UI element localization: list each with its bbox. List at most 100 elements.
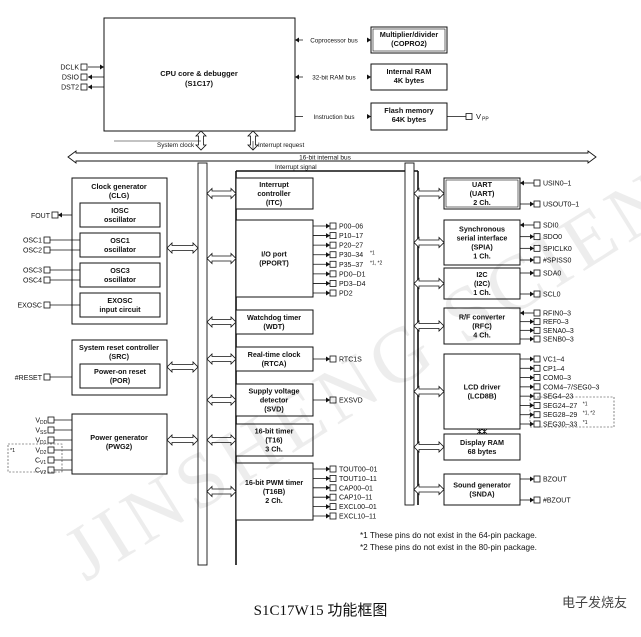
- right-pin-label: COM0–3: [543, 375, 571, 382]
- right-vertical-bus: [404, 162, 415, 506]
- mid-pin-arrow-head: [326, 356, 330, 362]
- osc-pin-terminal: [43, 246, 51, 254]
- cpu-pin-terminal: [80, 73, 88, 81]
- right-pin-label: #SPISS0: [543, 258, 572, 265]
- right-pin-terminal: [533, 200, 541, 208]
- mid-block-0: [235, 177, 314, 210]
- right-pin-terminal: [533, 335, 541, 343]
- mid-pin-label: RTC1S: [339, 357, 362, 364]
- mid-block-text: Interrupt: [259, 180, 289, 189]
- mid-bus-connector-0: [206, 187, 237, 200]
- central-vertical-bus: [197, 162, 208, 566]
- right-block-5: [443, 433, 521, 461]
- right-block-text: (UART): [470, 189, 495, 198]
- right-pin-arrow-head: [530, 421, 534, 427]
- mid-pin-terminal: [329, 396, 337, 404]
- osc-pin-osc4: OSC4: [23, 278, 42, 285]
- mid-pin-label: P30–34: [339, 252, 363, 259]
- mid-pin-label: P20–27: [339, 243, 363, 250]
- right-block-3: [443, 307, 521, 345]
- mid-pin-terminal: [329, 222, 337, 230]
- bus-label: 32-bit RAM bus: [312, 74, 355, 81]
- mid-block-text: (RTCA): [262, 359, 287, 368]
- right-pin-terminal: [533, 355, 541, 363]
- cpu-pin-dsio: DSIO: [62, 75, 80, 82]
- mid-pin-terminal: [329, 484, 337, 492]
- right-pin-label: SEG28–29: [543, 412, 577, 419]
- bus-label-bg: [303, 71, 367, 81]
- right-pin-terminal: [533, 221, 541, 229]
- right-pin-label: SENB0–3: [543, 337, 574, 344]
- lcd-note-dashed-box: [529, 396, 615, 428]
- right-pin-label: SEG24–27: [543, 403, 577, 410]
- right-bus-connector-5: [413, 441, 445, 453]
- pwg-pin-terminal: [47, 416, 55, 424]
- osc-box-1: [79, 232, 161, 258]
- right-pin-label: SDA0: [543, 271, 561, 278]
- src-bus-connector: [166, 361, 199, 373]
- pwg-note-dashed-box: [7, 443, 63, 473]
- mid-pin-arrow-head: [326, 280, 330, 286]
- pwg-pin-terminal: [47, 436, 55, 444]
- mid-pin-arrow-head: [326, 261, 330, 267]
- right-pin-terminal: [533, 402, 541, 409]
- vpp-label: V: [476, 112, 481, 121]
- mid-pin-arrow-head: [326, 242, 330, 248]
- right-pin-arrow-head: [530, 257, 534, 263]
- right-block-text: (I2C): [474, 279, 491, 288]
- osc-pin-terminal: [43, 236, 51, 244]
- osc-box-0: [79, 202, 161, 228]
- mid-pin-arrow-head: [326, 494, 330, 500]
- por-box: [79, 363, 161, 389]
- pwg-box: [71, 413, 168, 475]
- top-block-0-inner: [372, 28, 446, 52]
- right-pin-arrow-head: [530, 497, 534, 503]
- cpu-title: CPU core & debugger: [160, 69, 238, 78]
- mid-bus-connector-3: [206, 353, 237, 365]
- right-pin-terminal: [533, 383, 541, 391]
- right-pin-arrow-head: [530, 319, 534, 325]
- osc-box-2: [79, 262, 161, 288]
- mid-block-6: [235, 462, 314, 521]
- mid-block-text: (T16B): [263, 487, 286, 496]
- osc-title: OSC1: [110, 236, 130, 245]
- osc-box-3: [79, 292, 161, 318]
- mid-pin-label: EXSVD: [339, 398, 363, 405]
- cpu-pin-dclk: DCLK: [60, 65, 79, 72]
- display-ram-connector: [476, 428, 488, 435]
- pwg-pin-vd2: V: [35, 448, 40, 455]
- top-block-0: [370, 26, 448, 54]
- internal-bus-label: 16-bit internal bus: [299, 155, 351, 162]
- mid-pin-label: P35–37: [339, 262, 363, 269]
- right-pin-arrow-head: [530, 412, 534, 418]
- mid-block-text: (T16): [265, 436, 283, 445]
- mid-block-text: Real-time clock: [248, 350, 301, 359]
- top-block-sub: 4K bytes: [394, 76, 424, 85]
- right-block-text: (RFC): [472, 322, 492, 331]
- right-pin-terminal: [533, 233, 541, 241]
- mid-block-text: (PPORT): [259, 259, 289, 268]
- mid-pin-terminal: [329, 512, 337, 520]
- right-pin-arrow-head: [530, 356, 534, 362]
- bus-label: Instruction bus: [314, 114, 355, 121]
- right-block-text: Synchronous: [459, 225, 505, 234]
- osc-pin-exosc: EXOSC: [17, 303, 42, 310]
- mid-bus-connector-2: [206, 316, 237, 328]
- right-block-1: [443, 219, 521, 266]
- osc-pin-terminal: [43, 266, 51, 274]
- mid-pin-arrow-head: [326, 252, 330, 258]
- mid-pin-label: TOUT00–01: [339, 467, 377, 474]
- right-pin-label: SDI0: [543, 223, 559, 230]
- mid-bus-connector-5: [206, 434, 237, 446]
- mid-pin-arrow-head: [326, 475, 330, 481]
- clg-title: Clock generator: [91, 182, 147, 191]
- mid-pin-arrow-head: [326, 397, 330, 403]
- mid-pin-arrow-head: [326, 290, 330, 296]
- osc-pin-osc2: OSC2: [23, 248, 42, 255]
- cpu-pin-terminal: [80, 83, 88, 91]
- cpu-core-box: [103, 17, 296, 132]
- right-pin-terminal: [533, 326, 541, 334]
- mid-pin-terminal: [329, 260, 337, 268]
- cpu-pin-dst2: DST2: [61, 85, 79, 92]
